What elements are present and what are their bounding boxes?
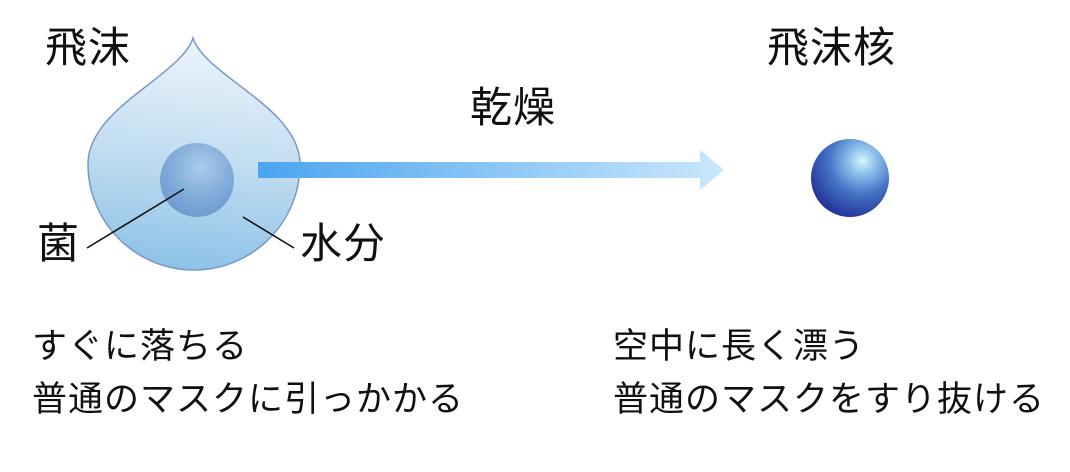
germ-label: 菌	[37, 220, 81, 267]
drying-label: 乾燥	[470, 84, 557, 131]
germ-leader-line	[86, 188, 185, 249]
droplet-notes: すぐに落ちる 普通のマスクに引っかかる	[32, 320, 464, 426]
drying-arrow	[258, 150, 724, 190]
nucleus-note-line1: 空中に長く漂う	[613, 327, 866, 366]
nucleus-note-line2: 普通のマスクをすり抜ける	[613, 380, 1046, 419]
moisture-leader-line	[242, 216, 295, 249]
moisture-label: 水分	[300, 220, 387, 267]
droplet-note-line2: 普通のマスクに引っかかる	[32, 380, 465, 419]
nucleus-notes: 空中に長く漂う 普通のマスクをすり抜ける	[613, 320, 1045, 426]
droplet-note-line1: すぐに落ちる	[32, 327, 249, 366]
nucleus-label: 飛沫核	[767, 24, 897, 71]
germ-sphere	[160, 143, 234, 217]
nucleus-sphere	[811, 139, 889, 217]
droplet-label: 飛沫	[45, 24, 132, 71]
